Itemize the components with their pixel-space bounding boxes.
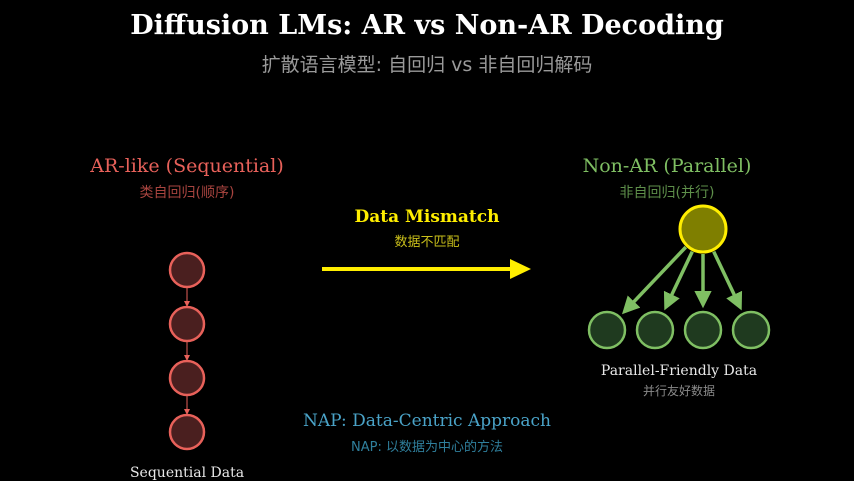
nonar-root-node bbox=[678, 204, 728, 254]
nonar-tree bbox=[587, 204, 771, 350]
ar-token-node bbox=[168, 359, 206, 397]
ar-subheading: 类自回归(顺序) bbox=[139, 185, 235, 201]
ar-token-node bbox=[168, 413, 206, 451]
page-title: Diffusion LMs: AR vs Non-AR Decoding bbox=[130, 10, 724, 41]
nonar-child-node bbox=[635, 310, 675, 350]
parallel-link-arrow bbox=[712, 250, 743, 311]
nonar-heading: Non-AR (Parallel) bbox=[582, 155, 752, 177]
parallel-link-arrow bbox=[621, 245, 688, 315]
ar-heading: AR-like (Sequential) bbox=[90, 155, 284, 177]
parallel-data-label: Parallel-Friendly Data bbox=[600, 363, 758, 379]
nonar-child-node bbox=[683, 310, 723, 350]
nonar-child-node bbox=[731, 310, 771, 350]
page-subtitle: 扩散语言模型: 自回归 vs 非自回归解码 bbox=[261, 54, 593, 76]
ar-token-node bbox=[168, 251, 206, 289]
ar-chain bbox=[168, 251, 206, 451]
mismatch-label: Data Mismatch bbox=[354, 207, 500, 227]
nonar-subheading: 非自回归(并行) bbox=[619, 185, 715, 201]
nonar-child-node bbox=[587, 310, 627, 350]
ar-token-node bbox=[168, 305, 206, 343]
nap-label: NAP: Data-Centric Approach bbox=[303, 411, 551, 431]
parallel-data-sublabel: 并行友好数据 bbox=[642, 384, 716, 398]
sequential-data-label: Sequential Data bbox=[129, 465, 245, 481]
parallel-link-arrow bbox=[663, 250, 694, 311]
nap-sublabel: NAP: 以数据为中心的方法 bbox=[351, 440, 503, 455]
mismatch-sublabel: 数据不匹配 bbox=[394, 235, 460, 250]
mismatch-arrow bbox=[322, 259, 531, 279]
